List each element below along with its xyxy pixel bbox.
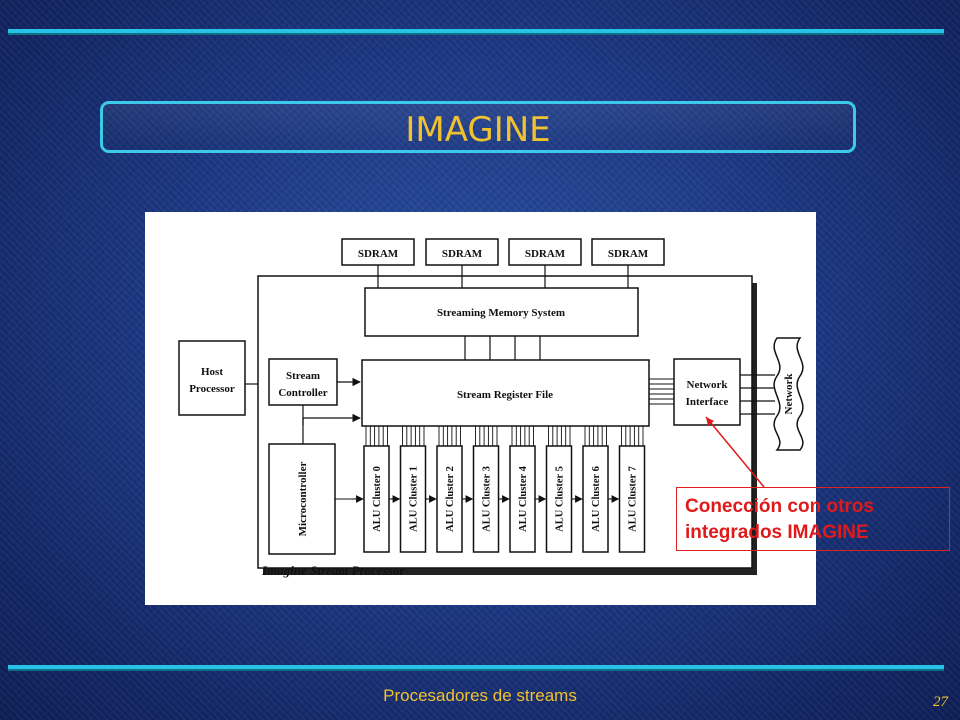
ni-network-links (740, 374, 775, 415)
stream-register-file-label: Stream Register File (457, 389, 553, 401)
bottom-divider-line (8, 665, 944, 669)
alu-cluster-label: ALU Cluster 2 (445, 466, 456, 532)
alu-cluster: ALU Cluster 4 (498, 426, 536, 553)
alu-cluster-label: ALU Cluster 4 (518, 465, 529, 531)
sdram-group: SDRAM SDRAM SDRAM SDRAM (341, 238, 665, 288)
slide-title: IMAGINE (405, 110, 551, 150)
sdram-box (508, 238, 582, 266)
callout-arrow-line (705, 416, 765, 488)
sdram-label: SDRAM (442, 248, 483, 260)
host-processor-box (178, 340, 246, 416)
alu-cluster-box (472, 445, 500, 553)
callout-line-2: integrados IMAGINE (685, 522, 869, 543)
alu-cluster: ALU Cluster 5 (534, 426, 573, 553)
host-processor-label-1: Host (201, 366, 223, 378)
sdram-box (341, 238, 415, 266)
alu-cluster-label: ALU Cluster 0 (372, 466, 383, 532)
host-processor-label-2: Processor (189, 383, 235, 395)
sdram-chip: SDRAM (425, 238, 499, 288)
alu-cluster: ALU Cluster 3 (461, 426, 500, 553)
alu-cluster-box (582, 445, 609, 553)
alu-cluster: ALU Cluster 6 (571, 426, 609, 553)
alu-cluster-label: ALU Cluster 5 (555, 466, 566, 532)
alu-cluster-label: ALU Cluster 7 (628, 466, 639, 532)
streaming-memory-system-label: Streaming Memory System (437, 307, 565, 319)
sdram-chip: SDRAM (508, 238, 582, 288)
alu-cluster-group: ALU Cluster 0 ALU Cluster 1 ALU Cluster 2 A… (335, 426, 646, 553)
network-label: Network (783, 373, 795, 415)
top-divider-line (8, 29, 944, 33)
alu-cluster-box (618, 445, 646, 553)
alu-cluster-box (545, 445, 573, 553)
processor-label: Imagine Stream Processor (261, 563, 405, 578)
alu-cluster-label: ALU Cluster 6 (591, 466, 602, 532)
alu-cluster: ALU Cluster 7 (607, 426, 646, 553)
alu-cluster-box (399, 445, 427, 553)
alu-cluster-label: ALU Cluster 1 (409, 466, 420, 532)
alu-cluster: ALU Cluster 1 (388, 426, 427, 553)
stream-register-file-box (361, 359, 650, 427)
alu-cluster-box (363, 445, 390, 553)
callout-arrow-head (706, 417, 714, 426)
callout-box: Conección con otros integrados IMAGINE (676, 487, 950, 551)
streaming-memory-system-box (364, 287, 639, 337)
stream-controller-label-2: Controller (278, 387, 327, 399)
srf-ni-bus (649, 378, 674, 405)
sdram-label: SDRAM (525, 248, 566, 260)
sdram-box (591, 238, 665, 266)
network-interface-label-1: Network (687, 379, 729, 391)
sdram-label: SDRAM (608, 248, 649, 260)
callout-line-1: Conección con otros (685, 496, 874, 517)
slide-number: 27 (933, 694, 948, 710)
network-interface-box (673, 358, 741, 426)
imagine-block-diagram: SDRAM SDRAM SDRAM SDRAM Streaming Memory Sy… (145, 212, 816, 605)
alu-cluster-label: ALU Cluster 3 (482, 466, 493, 532)
sdram-label: SDRAM (358, 248, 399, 260)
diagram-svg: SDRAM SDRAM SDRAM SDRAM Streaming Memory Sy… (178, 238, 804, 578)
network-interface-label-2: Interface (686, 396, 729, 408)
sdram-chip: SDRAM (341, 238, 415, 288)
footer-text: Procesadores de streams (383, 686, 577, 705)
microcontroller-label: Microcontroller (297, 462, 309, 537)
stream-controller-box (268, 358, 338, 406)
alu-cluster: ALU Cluster 0 (352, 426, 390, 553)
sdram-box (425, 238, 499, 266)
title-box: IMAGINE (100, 101, 856, 153)
stream-controller-label-1: Stream (286, 370, 320, 382)
micro-to-srf-arrow (302, 413, 361, 444)
sdram-chip: SDRAM (591, 238, 665, 288)
microcontroller-box (268, 443, 336, 555)
network-shape (773, 337, 804, 451)
sms-srf-links (464, 336, 541, 360)
